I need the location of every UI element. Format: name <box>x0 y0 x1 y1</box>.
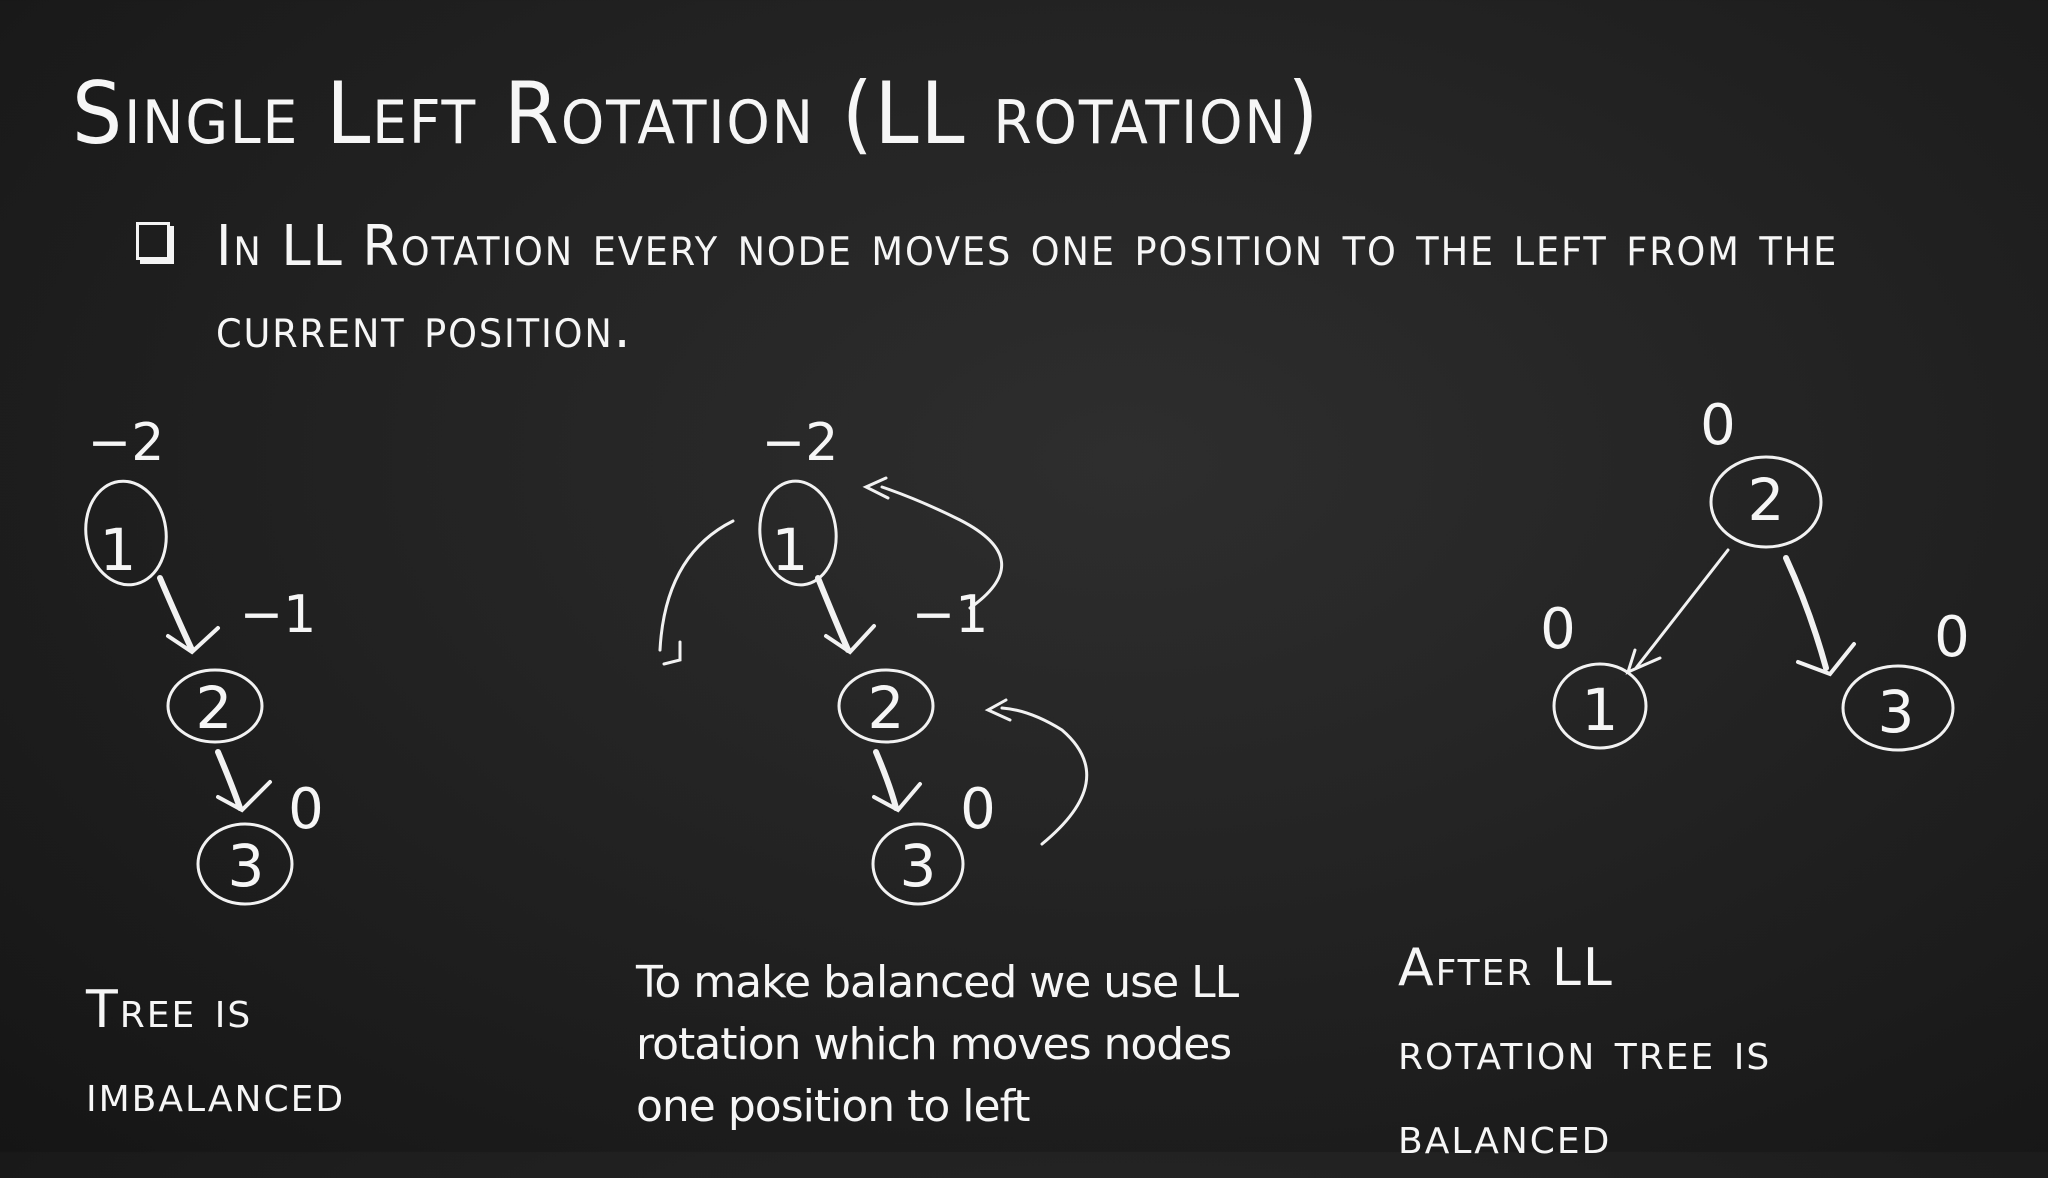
caption-line: To make balanced we use LL <box>636 957 1239 1008</box>
arrow-head-icon <box>984 698 1012 722</box>
bullet-text: In LL Rotation every node moves one posi… <box>216 214 1839 361</box>
arrow-edge <box>1634 548 1730 670</box>
square-bullet-icon <box>136 222 170 260</box>
balance-factor: 0 <box>1540 597 1576 662</box>
node-value: 2 <box>868 674 905 742</box>
arrow-edge <box>873 749 899 811</box>
caption-line: Tree is <box>86 980 253 1040</box>
node-value: 2 <box>1748 466 1785 534</box>
node-value: 1 <box>1582 676 1619 744</box>
caption-before: Tree is imbalanced <box>86 968 345 1136</box>
balance-factor: −2 <box>88 413 165 473</box>
node-circle <box>1552 662 1648 750</box>
arrow-head-icon <box>1625 648 1662 675</box>
arrow-head-icon <box>872 782 922 813</box>
node-value: 3 <box>1878 678 1915 746</box>
arrow-edge <box>1783 555 1829 671</box>
node-circle <box>1841 664 1955 752</box>
node-value: 2 <box>196 674 233 742</box>
arrow-head-icon <box>824 624 876 655</box>
caption-line: rotation which moves nodes <box>636 1019 1232 1070</box>
balance-factor: 0 <box>960 777 996 842</box>
node-value: 3 <box>228 832 265 900</box>
node-circle <box>871 822 965 906</box>
tree-rotation <box>658 476 1089 906</box>
arrow-edge <box>215 749 243 811</box>
rotation-arrow-left <box>658 519 735 652</box>
caption-line: imbalanced <box>86 1064 346 1124</box>
caption-line: balanced <box>1398 1106 1612 1166</box>
arrow-head-icon <box>216 780 272 813</box>
node-circle <box>166 668 264 744</box>
balance-factor: −1 <box>240 585 317 645</box>
avl-rotation-diagrams: −2 1 −1 2 0 3 −2 1 −1 2 0 3 0 2 0 1 0 3 <box>84 393 1970 906</box>
node-circle <box>758 479 838 587</box>
balance-factor: −1 <box>912 585 989 645</box>
rotation-arrow-up <box>1000 706 1089 846</box>
slide-title: Single Left Rotation (LL rotation) <box>72 64 1321 164</box>
arrow-head-icon <box>166 626 220 655</box>
node-circle <box>196 822 294 906</box>
tree-before <box>84 479 294 906</box>
node-value: 1 <box>100 516 137 584</box>
balance-factor: 0 <box>288 777 324 842</box>
caption-rotation: To make balanced we use LL rotation whic… <box>636 952 1336 1138</box>
arrow-edge <box>815 575 851 653</box>
balance-factor: −2 <box>762 413 839 473</box>
node-circle <box>84 479 168 587</box>
balance-factor: 0 <box>1934 605 1970 670</box>
arrow-head-icon <box>1796 642 1856 677</box>
node-circle <box>837 668 935 744</box>
node-value: 3 <box>900 832 937 900</box>
caption-after: After LL rotation tree is balanced <box>1398 926 1771 1178</box>
arrow-head-icon <box>662 640 682 666</box>
node-circle <box>1709 455 1823 549</box>
arrow-edge <box>157 575 195 653</box>
balance-factor: 0 <box>1700 393 1736 458</box>
caption-line: rotation tree is <box>1398 1022 1772 1082</box>
tree-after <box>1552 455 1955 752</box>
caption-line: one position to left <box>636 1081 1031 1132</box>
arrow-head-icon <box>862 476 890 500</box>
node-value: 1 <box>772 516 809 584</box>
rotation-arrow-up <box>880 485 1003 610</box>
caption-line: After LL <box>1398 938 1614 998</box>
